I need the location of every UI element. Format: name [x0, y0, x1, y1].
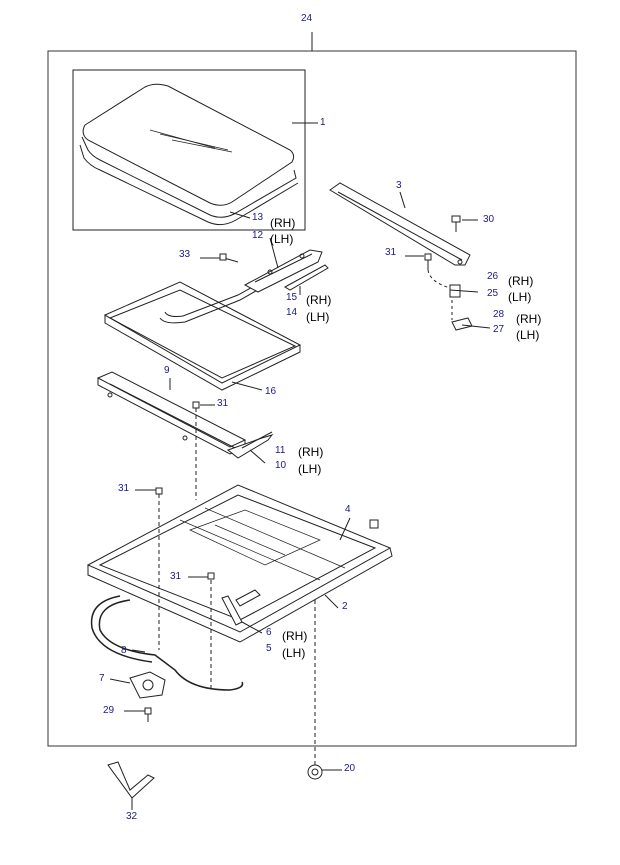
- callout-2: 2: [342, 601, 348, 612]
- emergency-handle: [107, 761, 155, 799]
- bolt-30: [451, 215, 461, 232]
- side-label-14-lh: (LH): [306, 310, 330, 324]
- sunroof-motor: [129, 671, 166, 699]
- leader-6: [241, 621, 263, 634]
- callout-1: 1: [320, 117, 326, 128]
- leader-7: [109, 678, 131, 684]
- leader-16: [231, 381, 263, 391]
- bolt-33: [219, 253, 239, 263]
- callout-3: 3: [396, 180, 402, 191]
- callout-6: 6: [266, 627, 272, 638]
- callout-8: 8: [121, 645, 127, 656]
- callout-27: 27: [493, 324, 505, 335]
- bolt-31-mid: [155, 487, 163, 495]
- callout-25: 25: [487, 288, 499, 299]
- wind-deflector: [96, 371, 247, 455]
- callout-24: 24: [301, 13, 313, 24]
- side-label-25-lh: (LH): [508, 290, 532, 304]
- callout-30: 30: [483, 214, 495, 225]
- bracket-27: [451, 317, 491, 331]
- side-label-6-rh: (RH): [282, 629, 308, 643]
- callout-14: 14: [286, 307, 298, 318]
- callout-15: 15: [286, 292, 298, 303]
- callout-26: 26: [487, 271, 499, 282]
- callout-28: 28: [493, 309, 505, 320]
- side-label-28-rh: (RH): [516, 312, 542, 326]
- drive-cable-8: [98, 599, 244, 691]
- deflector-arm: [226, 431, 274, 459]
- side-label-5-lh: (LH): [282, 646, 306, 660]
- leader-11: [249, 449, 266, 464]
- leader-12: [269, 237, 279, 269]
- bolt-31-right: [424, 253, 432, 270]
- guide-rail: [243, 249, 323, 293]
- callout-31-top: 31: [217, 398, 229, 409]
- sunshade-panel: [103, 279, 302, 391]
- glass-group-frame: [72, 69, 306, 231]
- callout-11: 11: [275, 445, 286, 456]
- leader-8: [131, 649, 146, 653]
- callout-31-right: 31: [385, 247, 397, 258]
- leader-2: [324, 594, 339, 609]
- side-label-27-lh: (LH): [516, 328, 540, 342]
- bolt-31-low: [207, 572, 215, 580]
- side-label-12-rh: (RH): [270, 216, 296, 230]
- callout-31-mid: 31: [118, 483, 130, 494]
- sunroof-glass: [79, 83, 299, 226]
- bolt-29: [144, 707, 152, 722]
- drive-cable-8b: [90, 595, 153, 663]
- callout-13: 13: [252, 212, 264, 223]
- callout-29: 29: [103, 705, 115, 716]
- drive-cable-14: [283, 264, 329, 291]
- callout-4: 4: [345, 504, 351, 515]
- install-lines: [158, 408, 316, 765]
- callout-31-low: 31: [170, 571, 182, 582]
- callout-20: 20: [344, 763, 356, 774]
- callout-10: 10: [275, 460, 287, 471]
- leader-4: [339, 517, 351, 541]
- callout-5: 5: [266, 643, 272, 654]
- side-label-11-rh: (RH): [298, 445, 324, 459]
- callout-7: 7: [99, 673, 105, 684]
- leader-13: [229, 211, 251, 219]
- side-label-10-lh: (LH): [298, 462, 322, 476]
- nut-20: [307, 764, 323, 780]
- callout-12: 12: [252, 230, 264, 241]
- callout-16: 16: [265, 386, 277, 397]
- side-label-26-rh: (RH): [508, 274, 534, 288]
- dashed-line-right: [427, 269, 453, 320]
- side-label-12-lh: (LH): [270, 232, 294, 246]
- leader-3: [399, 191, 406, 209]
- side-label-15-rh: (RH): [306, 293, 332, 307]
- callout-33: 33: [179, 249, 191, 260]
- bolt-31-top: [192, 401, 200, 409]
- callout-9: 9: [164, 365, 170, 376]
- bracket-25: [449, 284, 479, 298]
- callout-32: 32: [126, 811, 138, 822]
- side-rail-3: [329, 182, 471, 266]
- sunroof-frame: [86, 484, 393, 643]
